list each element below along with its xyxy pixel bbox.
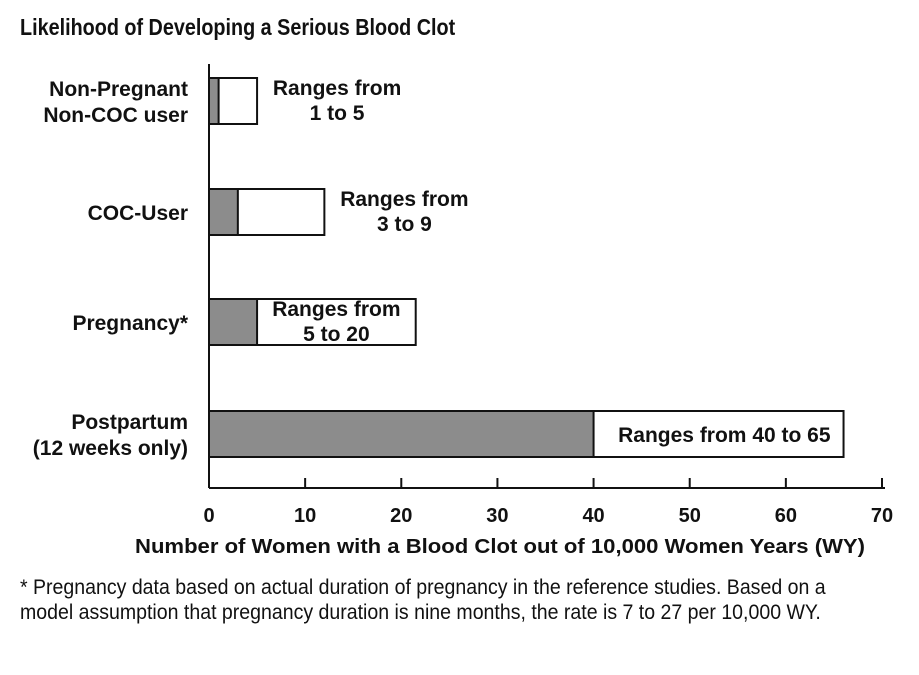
range-label-3-0: Ranges from 40 to 65 [618,424,831,447]
category-label-0-1: Non-COC user [43,104,188,127]
x-tick-label-2: 20 [390,505,412,527]
x-tick-label-5: 50 [679,505,701,527]
range-label-2-1: 5 to 20 [303,323,370,346]
range-label-2-0: Ranges from [272,298,400,321]
footnote: * Pregnancy data based on actual duratio… [20,576,826,624]
category-label-1-0: COC-User [88,202,188,225]
bar-low-1 [208,188,239,236]
x-axis-title: Number of Women with a Blood Clot out of… [135,536,865,558]
x-tick-label-3: 30 [486,505,508,527]
category-label-2-0: Pregnancy* [72,312,188,335]
category-label-3-0: Postpartum [71,411,188,434]
range-label-0-1: 1 to 5 [310,102,365,125]
range-label-1-1: 3 to 9 [377,213,432,236]
bar-low-0 [208,77,220,125]
x-tick-label-1: 10 [294,505,316,527]
chart-title: Likelihood of Developing a Serious Blood… [20,14,456,40]
x-tick-label-7: 70 [871,505,893,527]
x-tick-label-6: 60 [775,505,797,527]
bar-low-2 [208,298,259,346]
bar-low-3 [208,410,595,458]
category-label-0-0: Non-Pregnant [49,78,188,101]
range-label-1-0: Ranges from [340,188,468,211]
category-label-3-1: (12 weeks only) [33,437,188,460]
x-tick-label-4: 40 [582,505,604,527]
range-label-0-0: Ranges from [273,77,401,100]
x-tick-label-0: 0 [203,505,214,527]
